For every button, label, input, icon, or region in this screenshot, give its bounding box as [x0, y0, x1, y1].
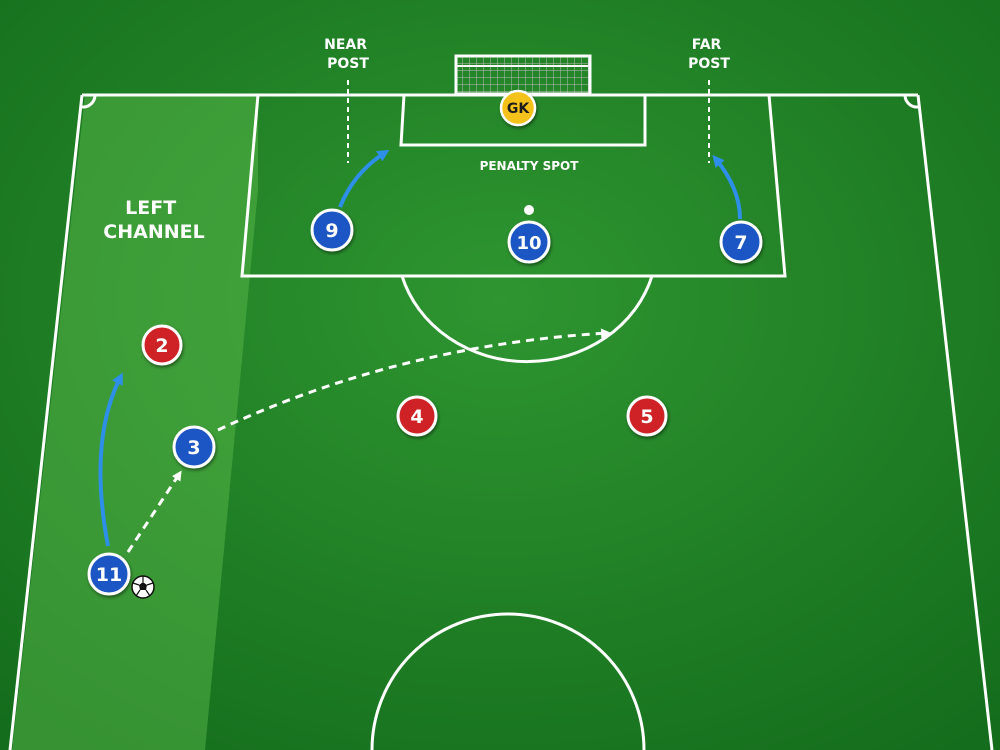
run-arrow-11 — [98, 372, 123, 547]
penalty-area — [240, 94, 787, 278]
pass-arrow-3-to-box — [217, 328, 611, 432]
near-post-line-2: POST — [327, 56, 369, 72]
goal-net-icon — [454, 54, 592, 96]
goal-area — [399, 94, 647, 147]
far-post-line-1: FAR — [692, 37, 722, 53]
run-arrow-9 — [338, 149, 390, 208]
blue-player-11-number: 11 — [96, 564, 122, 586]
blue-player-10: 10 — [507, 220, 551, 264]
penalty-spot-label: PENALTY SPOT — [480, 159, 580, 173]
goalkeeper-marker: GK — [499, 89, 537, 127]
goalkeeper-label: GK — [507, 101, 530, 117]
left-channel-label: LEFT CHANNEL — [103, 197, 204, 243]
ball-icon — [131, 575, 155, 599]
near-post-line-1: NEAR — [324, 37, 367, 53]
left-channel-line-1: LEFT — [125, 197, 176, 219]
blue-player-9-number: 9 — [325, 220, 338, 242]
right-touchline — [916, 94, 994, 750]
blue-player-7: 7 — [719, 220, 763, 264]
red-player-4-number: 4 — [410, 406, 423, 428]
red-player-5-number: 5 — [640, 406, 653, 428]
left-channel-zone — [12, 95, 258, 750]
blue-player-3: 3 — [172, 425, 216, 469]
blue-player-7-number: 7 — [734, 232, 747, 254]
near-post-label: NEAR POST — [324, 37, 372, 72]
far-post-line-2: POST — [688, 56, 730, 72]
blue-player-3-number: 3 — [187, 437, 200, 459]
blue-player-10-number: 10 — [516, 233, 541, 254]
left-channel-line-2: CHANNEL — [103, 221, 204, 243]
penalty-arc — [400, 275, 654, 364]
blue-player-9: 9 — [310, 208, 354, 252]
pass-arrow-11-to-3 — [126, 470, 182, 553]
run-arrow-7 — [712, 154, 742, 220]
red-player-5: 5 — [626, 395, 668, 437]
penalty-spot-mark — [524, 205, 534, 215]
far-post-label: FAR POST — [688, 37, 730, 72]
red-player-2: 2 — [141, 324, 183, 366]
centre-circle — [370, 612, 646, 750]
left-touchline — [8, 94, 84, 750]
red-player-2-number: 2 — [155, 335, 168, 357]
blue-player-11: 11 — [87, 552, 131, 596]
red-player-4: 4 — [396, 395, 438, 437]
corner-arc-right — [903, 94, 919, 109]
corner-arc-left — [81, 94, 97, 109]
